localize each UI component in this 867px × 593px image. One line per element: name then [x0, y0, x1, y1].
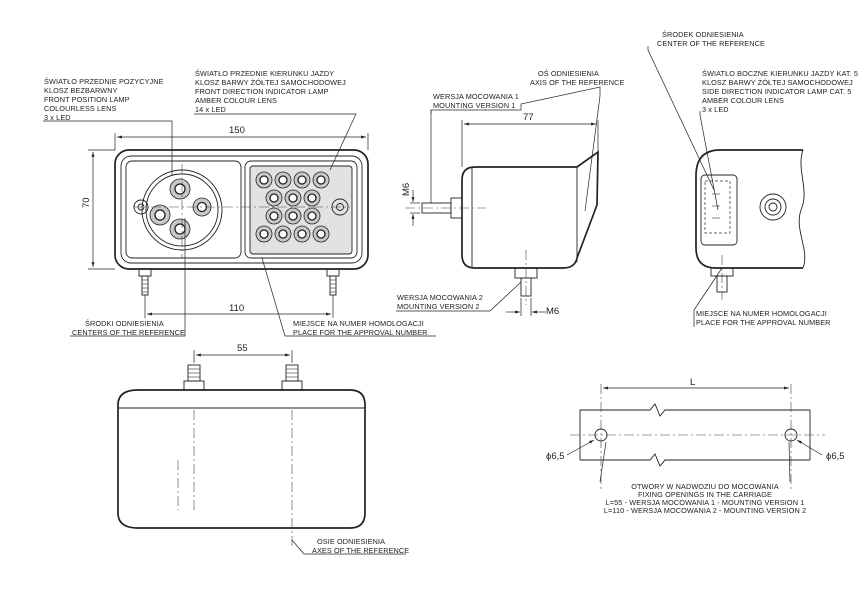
- dim-thread-m6-vertical: M6: [401, 183, 412, 196]
- dim-hole-left: ϕ6,5: [546, 451, 565, 462]
- label-line: ŚWIATŁO PRZEDNIE KIERUNKU JAZDY: [195, 69, 334, 78]
- label-line: COLOURLESS LENS: [44, 104, 116, 113]
- label-line: 3 x LED: [702, 105, 729, 114]
- indicator-led-grid: [255, 171, 330, 243]
- label-mounting-version-2: WERSJA MOCOWANIA 2 MOUNTING VERSION 2: [397, 293, 483, 311]
- label-line: FRONT POSITION LAMP: [44, 95, 130, 104]
- position-led-group: [149, 178, 212, 240]
- label-line: MIEJSCE NA NUMER HOMOLOGACJI: [696, 309, 827, 318]
- right-side-view: [695, 149, 806, 300]
- label-line: OSIE ODNIESIENIA: [317, 537, 385, 546]
- label-line: ŚRODKI ODNIESIENIA: [85, 319, 164, 328]
- label-line: L=110 - WERSJA MOCOWANIA 2 - MOUNTING VE…: [604, 506, 806, 515]
- dim-spacing-110: 110: [229, 303, 244, 314]
- dim-hole-right: ϕ6,5: [826, 451, 845, 462]
- label-line: WERSJA MOCOWANIA 1: [433, 92, 519, 101]
- label-axis-reference: OŚ ODNIESIENIA AXIS OF THE REFERENCE: [530, 69, 624, 87]
- dim-thread-m6-horizontal: M6: [546, 306, 559, 317]
- label-line: 3 x LED: [44, 113, 71, 122]
- label-mounting-version-1: WERSJA MOCOWANIA 1 MOUNTING VERSION 1: [433, 92, 519, 110]
- dim-spacing-55: 55: [237, 343, 248, 354]
- label-line: FIXING OPENINGS IN THE CARRIAGE: [638, 490, 772, 499]
- label-line: MOUNTING VERSION 1: [433, 101, 515, 110]
- label-line: WERSJA MOCOWANIA 2: [397, 293, 483, 302]
- fixing-openings-view: [566, 384, 825, 490]
- label-line: AMBER COLOUR LENS: [702, 96, 784, 105]
- label-axes-reference: OSIE ODNIESIENIA AXES OF THE REFERENCE: [312, 537, 409, 555]
- side-view: [405, 120, 599, 316]
- label-line: AXIS OF THE REFERENCE: [530, 78, 624, 87]
- label-line: MOUNTING VERSION 2: [397, 302, 479, 311]
- label-line: AMBER COLOUR LENS: [195, 96, 277, 105]
- label-line: ŚWIATŁO BOCZNE KIERUNKU JAZDY KAT. 5: [702, 69, 858, 78]
- front-view: [88, 133, 369, 318]
- position-lamp-lens: [125, 160, 242, 259]
- label-front-direction-lamp: ŚWIATŁO PRZEDNIE KIERUNKU JAZDY KLOSZ BA…: [195, 69, 346, 114]
- label-center-reference: ŚRODEK ODNIESIENIA CENTER OF THE REFEREN…: [657, 30, 765, 48]
- indicator-lamp-lens: [244, 160, 358, 259]
- dim-depth-77: 77: [523, 112, 534, 123]
- label-line: CENTER OF THE REFERENCE: [657, 39, 765, 48]
- label-line: MIEJSCE NA NUMER HOMOLOGACJI: [293, 319, 424, 328]
- dim-height-70: 70: [81, 197, 92, 208]
- label-line: OŚ ODNIESIENIA: [538, 69, 599, 78]
- label-fixing-openings: OTWORY W NADWOZIU DO MOCOWANIA FIXING OP…: [604, 482, 806, 515]
- label-line: 14 x LED: [195, 105, 226, 114]
- label-line: KLOSZ BARWY ŻÓŁTEJ SAMOCHODOWEJ: [702, 78, 853, 87]
- dim-width-150: 150: [229, 125, 245, 136]
- label-approval-number-side: MIEJSCE NA NUMER HOMOLOGACJI PLACE FOR T…: [696, 309, 831, 327]
- label-side-direction-lamp: ŚWIATŁO BOCZNE KIERUNKU JAZDY KAT. 5 KLO…: [702, 69, 858, 114]
- label-front-position-lamp: ŚWIATŁO PRZEDNIE POZYCYJNE KLOSZ BEZBARW…: [44, 77, 164, 122]
- dim-length-l: L: [690, 377, 695, 388]
- label-line: ŚWIATŁO PRZEDNIE POZYCYJNE: [44, 77, 164, 86]
- label-line: AXES OF THE REFERENCE: [312, 546, 409, 555]
- label-line: L=55 - WERSJA MOCOWANIA 1 - MOUNTING VER…: [606, 498, 805, 507]
- label-line: SIDE DIRECTION INDICATOR LAMP CAT. 5: [702, 87, 851, 96]
- bottom-view: [117, 350, 366, 548]
- label-line: PLACE FOR THE APPROVAL NUMBER: [696, 318, 831, 327]
- label-line: KLOSZ BEZBARWNY: [44, 86, 118, 95]
- label-line: PLACE FOR THE APPROVAL NUMBER: [293, 328, 428, 337]
- label-centers-reference: ŚRODKI ODNIESIENIA CENTERS OF THE REFERE…: [72, 319, 185, 337]
- label-approval-number-front: MIEJSCE NA NUMER HOMOLOGACJI PLACE FOR T…: [293, 319, 428, 337]
- label-line: FRONT DIRECTION INDICATOR LAMP: [195, 87, 329, 96]
- label-line: ŚRODEK ODNIESIENIA: [662, 30, 744, 39]
- label-line: OTWORY W NADWOZIU DO MOCOWANIA: [631, 482, 779, 491]
- label-line: CENTERS OF THE REFERENCE: [72, 328, 185, 337]
- label-line: KLOSZ BARWY ŻÓŁTEJ SAMOCHODOWEJ: [195, 78, 346, 87]
